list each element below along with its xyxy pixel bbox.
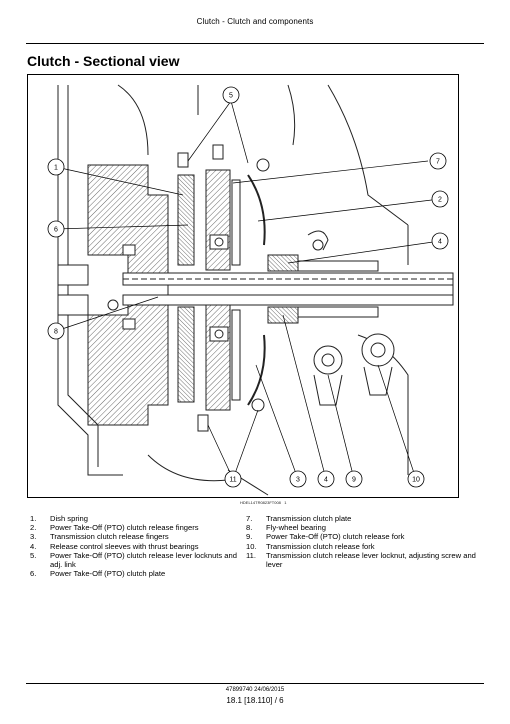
legend-number: 2. — [30, 523, 37, 533]
legend-number: 4. — [30, 541, 37, 551]
callout-label: 11 — [229, 477, 236, 484]
callout-label: 9 — [352, 477, 356, 484]
legend-item: 1. Dish spring — [30, 514, 248, 523]
legend-number: 1. — [30, 514, 37, 523]
callout-11: 11 — [224, 470, 242, 488]
callout-label: 7 — [436, 159, 440, 166]
sectional-view-figure: 5 1 7 2 6 4 8 11 — [27, 74, 459, 498]
callout-6: 6 — [47, 220, 65, 238]
bearing-upper — [209, 234, 229, 250]
legend-item: 4. Release control sleeves with thrust be… — [30, 542, 248, 551]
legend-item: 9. Power Take-Off (PTO) clutch release fo… — [246, 532, 486, 541]
release-sleeves — [267, 254, 379, 324]
callout-label: 10 — [412, 477, 420, 484]
legend-text: Fly-wheel bearing — [266, 523, 326, 533]
callout-7: 7 — [429, 152, 447, 170]
flywheel-body — [87, 164, 169, 276]
legend-text: Power Take-Off (PTO) clutch release fing… — [50, 523, 199, 533]
legend-item: 5. Power Take-Off (PTO) clutch release le… — [30, 551, 248, 569]
document-code: 47899740 24/06/2015 — [225, 687, 285, 693]
header-rule — [26, 43, 484, 44]
callout-label: 4 — [324, 477, 328, 484]
flywheel-body-lower — [87, 304, 169, 426]
legend-number: 8. — [246, 523, 253, 533]
callout-2: 2 — [431, 190, 449, 208]
legend-number: 7. — [246, 514, 253, 523]
legend-number: 3. — [30, 532, 37, 542]
callout-1: 1 — [47, 158, 65, 176]
legend-text: Power Take-Off (PTO) clutch release fork — [266, 532, 405, 542]
callout-label: 1 — [54, 165, 58, 172]
legend-text: Transmission clutch release fork — [266, 541, 375, 551]
page-number: 18.1 [18.110] / 6 — [226, 696, 284, 705]
footer-rule — [26, 683, 484, 684]
callout-4: 4 — [431, 232, 449, 250]
legend-text: Power Take-Off (PTO) clutch plate — [50, 569, 166, 579]
callout-label: 2 — [438, 197, 442, 204]
clutch-sectional-drawing: 5 1 7 2 6 4 8 11 — [47, 84, 454, 496]
section-title: Clutch - Sectional view — [27, 53, 180, 69]
callout-5: 5 — [222, 86, 240, 104]
legend-item: 11. Transmission clutch release lever loc… — [246, 551, 486, 569]
legend-text: Release control sleeves with thrust bear… — [50, 541, 199, 551]
legend-column-right: 7. Transmission clutch plate 8. Fly-wheel … — [246, 514, 486, 569]
legend-number: 5. — [30, 550, 37, 560]
legend-item: 3. Transmission clutch release fingers — [30, 532, 248, 541]
legend-column-left: 1. Dish spring 2. Power Take-Off (PTO) clu… — [30, 514, 248, 578]
callout-3: 3 — [289, 470, 307, 488]
callout-label: 8 — [54, 329, 58, 336]
figure-code-text: HDEL14TR0823FT008 — [240, 500, 281, 505]
legend-item: 6. Power Take-Off (PTO) clutch plate — [30, 569, 248, 578]
callout-4b: 4 — [317, 470, 335, 488]
legend-item: 8. Fly-wheel bearing — [246, 523, 486, 532]
legend-item: 7. Transmission clutch plate — [246, 514, 486, 523]
callout-8: 8 — [47, 322, 65, 340]
leader-lines — [55, 100, 441, 480]
flywheel-housing — [57, 84, 409, 496]
dish-spring — [247, 174, 266, 246]
legend-text: Transmission clutch release fingers — [50, 532, 169, 542]
callout-10: 10 — [407, 470, 425, 488]
transmission-clutch-plate-lower — [205, 304, 231, 411]
input-shaft — [122, 272, 454, 306]
callout-label: 4 — [438, 239, 442, 246]
pto-clutch-plate — [177, 174, 195, 266]
legend-text: Transmission clutch plate — [266, 514, 352, 523]
figure-index: 1 — [284, 500, 287, 505]
legend-text: Transmission clutch release lever locknu… — [266, 550, 476, 570]
pto-clutch-plate-lower — [177, 306, 195, 403]
legend-text: Power Take-Off (PTO) clutch release leve… — [50, 550, 237, 570]
legend-number: 9. — [246, 532, 253, 542]
callout-9: 9 — [345, 470, 363, 488]
bolts — [57, 144, 324, 432]
running-header: Clutch - Clutch and components — [196, 17, 314, 26]
transmission-clutch-plate — [205, 169, 231, 271]
figure-code: HDEL14TR0823FT008 1 — [240, 500, 287, 505]
legend-item: 2. Power Take-Off (PTO) clutch release fi… — [30, 523, 248, 532]
legend-number: 6. — [30, 569, 37, 579]
legend-text: Dish spring — [50, 514, 88, 523]
callout-label: 5 — [229, 93, 233, 100]
legend-number: 10. — [246, 541, 257, 551]
callout-label: 3 — [296, 477, 300, 484]
bearing-lower — [209, 326, 229, 342]
callout-label: 6 — [54, 227, 58, 234]
release-forks — [307, 230, 395, 406]
legend-number: 11. — [246, 550, 256, 560]
legend-item: 10. Transmission clutch release fork — [246, 542, 486, 551]
